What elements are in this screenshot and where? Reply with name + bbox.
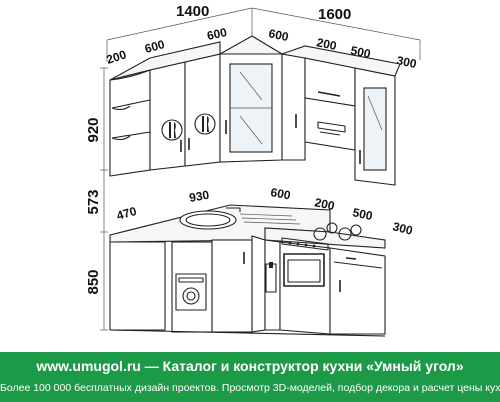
dim-height-base: 850 <box>85 269 102 294</box>
dim-wall-corner-600: 600 <box>206 25 229 43</box>
dim-counter-930: 930 <box>188 188 210 205</box>
upper-cabinets <box>109 35 401 186</box>
vertical-dimension-line <box>100 67 108 331</box>
dim-top-left-width: 1400 <box>176 3 209 20</box>
dim-counter-300: 300 <box>391 219 414 238</box>
dim-counter-600: 600 <box>269 185 291 202</box>
dim-wall-left-600: 600 <box>143 37 166 56</box>
footer-title-link[interactable]: www.umugol.ru — Каталог и конструктор ку… <box>36 358 464 374</box>
dim-height-upper: 920 <box>85 117 102 142</box>
dim-top-right-width: 1600 <box>318 6 351 23</box>
top-dimension-lines <box>106 7 421 62</box>
footer-banner: www.umugol.ru — Каталог и конструктор ку… <box>0 352 500 402</box>
dim-counter-500: 500 <box>351 205 374 223</box>
footer-subtitle: Более 100 000 бесплатных дизайн проектов… <box>0 382 500 394</box>
dim-wall-right-600: 600 <box>267 26 290 44</box>
dim-height-gap: 573 <box>85 189 102 214</box>
dim-counter-200: 200 <box>313 195 336 213</box>
base-cabinets <box>109 235 386 337</box>
dim-wall-left-200: 200 <box>105 47 129 67</box>
dim-counter-470: 470 <box>115 204 138 223</box>
countertop <box>109 204 386 249</box>
kitchen-diagram: 1400 1600 200 600 600 600 200 500 300 92… <box>85 3 421 337</box>
dim-wall-right-300: 300 <box>395 53 418 71</box>
